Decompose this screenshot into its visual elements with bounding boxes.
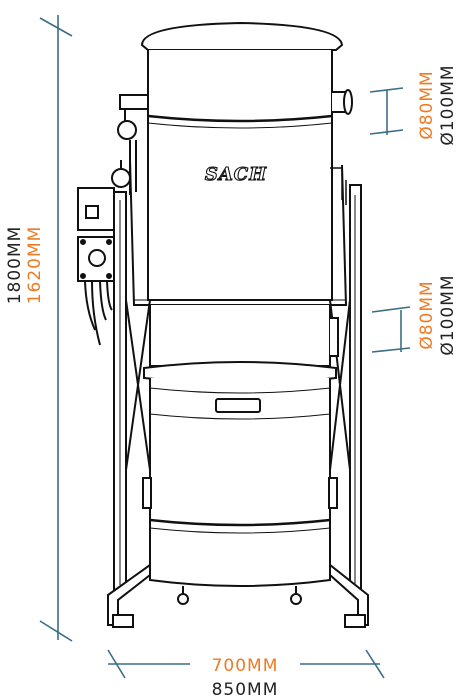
mid-port-outer-label: Ø100MM — [438, 274, 458, 355]
top-port-outer-label: Ø100MM — [438, 64, 458, 145]
lid — [140, 21, 344, 51]
inner-width-label: 700MM — [212, 656, 279, 676]
brand-label: SACH — [205, 164, 267, 185]
body-height-label: 1620MM — [25, 226, 45, 305]
lower-drum — [149, 378, 331, 587]
outer-width-label: 850MM — [212, 680, 279, 700]
top-port-inner-label: Ø80MM — [417, 70, 437, 139]
wheel-right — [290, 593, 302, 605]
drum-handle — [215, 398, 261, 413]
middle-port — [330, 317, 339, 357]
machine-drawing — [77, 21, 369, 628]
total-height-label: 1800MM — [5, 226, 25, 305]
control-box — [77, 187, 115, 346]
mid-port-inner-label: Ø80MM — [417, 280, 437, 349]
wheel-left — [177, 593, 189, 605]
